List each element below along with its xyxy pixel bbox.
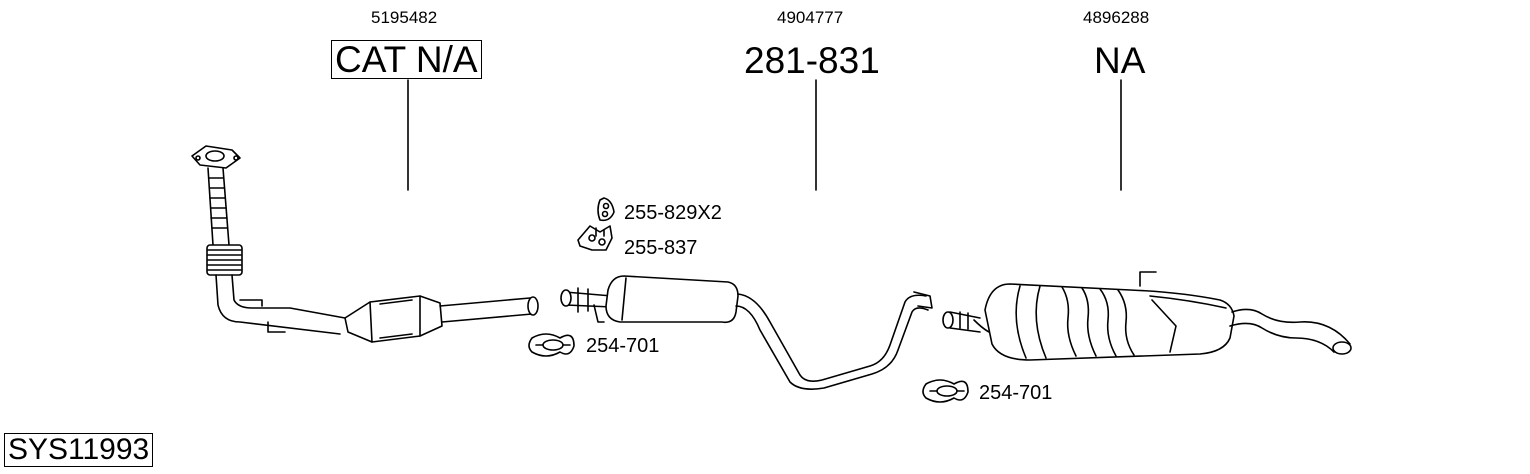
diagram-code: SYS11993 [4, 433, 154, 467]
part-number-label: CAT N/A [331, 40, 482, 79]
part-number-label: NA [1094, 40, 1146, 81]
hanger-bracket-icon [577, 225, 613, 251]
accessory-code: 254-701 [979, 382, 1053, 404]
accessory-code: 255-837 [624, 237, 698, 259]
catalytic-converter-pipe-drawing [191, 145, 539, 343]
accessory-code: 254-701 [586, 335, 660, 357]
part-number-label: 281-831 [744, 40, 880, 81]
oem-number: 5195482 [371, 8, 438, 27]
rear-silencer-drawing [942, 271, 1352, 361]
rubber-hanger-ring-icon [597, 197, 615, 222]
accessory-code: 255-829X2 [624, 202, 722, 224]
middle-silencer-drawing [560, 275, 933, 390]
pipe-clamp-icon [528, 333, 575, 357]
oem-number: 4904777 [777, 8, 844, 27]
pipe-clamp-icon [922, 379, 969, 403]
oem-number: 4896288 [1083, 8, 1150, 27]
